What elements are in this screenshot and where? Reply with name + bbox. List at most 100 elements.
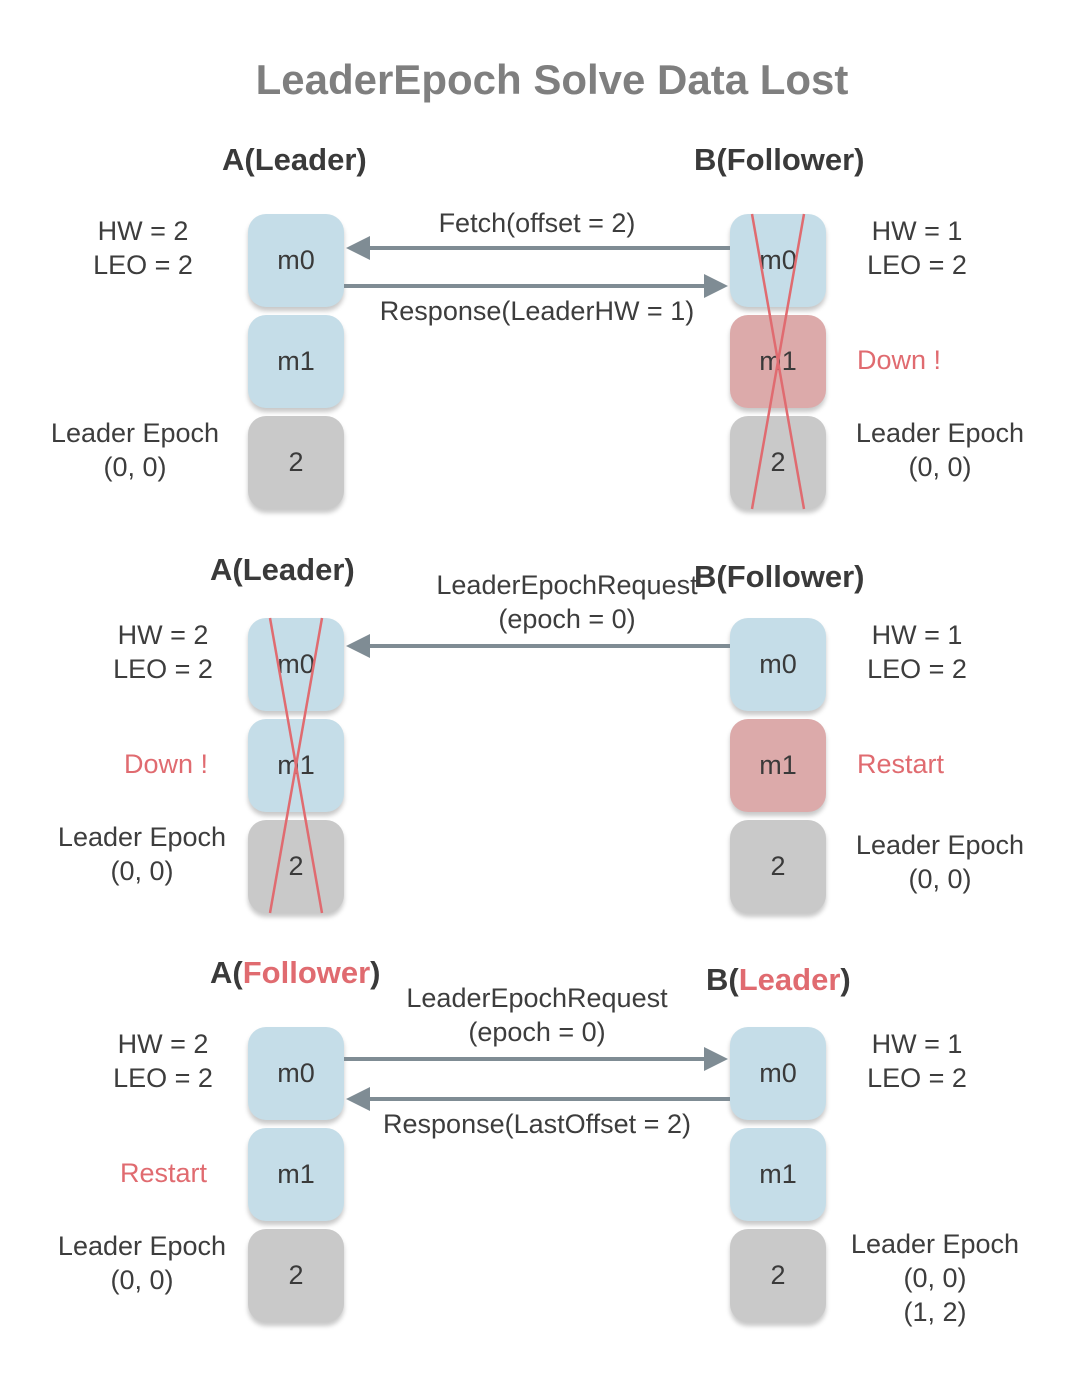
left-node-title-1: A(Leader): [222, 142, 367, 178]
message-label-3-1: LeaderEpochRequest (epoch = 0): [334, 981, 740, 1049]
leader-epoch-title: Leader Epoch: [850, 1229, 1020, 1259]
right-status-1: Down !: [857, 345, 942, 375]
leader-epoch-title: Leader Epoch: [50, 418, 220, 448]
leader-epoch-entry: (0, 0): [908, 452, 972, 482]
message-line: LeaderEpochRequest: [406, 983, 668, 1013]
leader-epoch-title: Leader Epoch: [57, 1231, 227, 1261]
right-log-box-m1-3: m1: [730, 1128, 826, 1221]
message-arrowhead-3-1: [704, 1047, 728, 1071]
node-title-role: Leader: [254, 142, 357, 177]
leader-epoch-entry: (0, 0): [110, 856, 174, 886]
right-log-box-m0-2: m0: [730, 618, 826, 711]
leo-value: LEO = 2: [867, 654, 967, 684]
right-log-box-2-3: 2: [730, 1229, 826, 1322]
message-arrowhead-3-2: [346, 1087, 370, 1111]
leo-value: LEO = 2: [113, 1063, 213, 1093]
leader-epoch-entry: (0, 0): [110, 1265, 174, 1295]
node-title-suffix: ): [356, 142, 367, 177]
leo-value: LEO = 2: [867, 250, 967, 280]
left-node-title-2: A(Leader): [210, 552, 355, 588]
left-leader-epoch-1: Leader Epoch (0, 0): [40, 416, 230, 484]
right-status-2: Restart: [857, 749, 945, 779]
node-title-suffix: ): [854, 142, 865, 177]
left-log-box-m0-2: m0: [248, 618, 344, 711]
right-hw-leo-3: HW = 1 LEO = 2: [842, 1027, 992, 1095]
message-arrowhead-2-1: [346, 634, 370, 658]
node-title-role: Leader: [738, 962, 841, 997]
leader-epoch-title: Leader Epoch: [855, 830, 1025, 860]
left-node-title-3: A(Follower): [210, 955, 381, 991]
node-title-prefix: B(: [694, 142, 727, 177]
hw-value: HW = 2: [97, 216, 189, 246]
left-log-box-2-2: 2: [248, 820, 344, 913]
hw-value: HW = 1: [871, 620, 963, 650]
message-label-3-2: Response(LastOffset = 2): [334, 1107, 740, 1141]
message-label-1-1: Fetch(offset = 2): [334, 206, 740, 240]
right-log-box-2-2: 2: [730, 820, 826, 913]
leader-epoch-title: Leader Epoch: [57, 822, 227, 852]
hw-value: HW = 2: [117, 1029, 209, 1059]
right-cross-line-1-2: [750, 213, 806, 510]
message-line: Response(LastOffset = 2): [383, 1109, 691, 1139]
left-leader-epoch-3: Leader Epoch (0, 0): [47, 1229, 237, 1297]
left-log-box-m0-3: m0: [248, 1027, 344, 1120]
node-title-prefix: A(: [210, 552, 243, 587]
leo-value: LEO = 2: [93, 250, 193, 280]
node-title-role: Follower: [726, 559, 855, 594]
right-node-title-2: B(Follower): [694, 559, 865, 595]
diagram-title: LeaderEpoch Solve Data Lost: [255, 56, 849, 103]
left-cross-line-2-2: [268, 617, 324, 914]
left-hw-leo-3: HW = 2 LEO = 2: [88, 1027, 238, 1095]
node-title-suffix: ): [840, 962, 851, 997]
message-line: (epoch = 0): [498, 604, 636, 634]
node-title-role: Follower: [242, 955, 371, 990]
hw-value: HW = 2: [117, 620, 209, 650]
left-log-box-m1-1: m1: [248, 315, 344, 408]
right-log-box-m1-2: m1: [730, 719, 826, 812]
node-title-suffix: ): [854, 559, 865, 594]
leader-epoch-entry: (0, 0): [103, 452, 167, 482]
node-title-suffix: ): [344, 552, 355, 587]
message-line: Response(LeaderHW = 1): [379, 296, 695, 326]
message-arrowhead-1-1: [346, 236, 370, 260]
left-status-2: Down !: [124, 749, 209, 779]
right-leader-epoch-1: Leader Epoch (0, 0): [845, 416, 1035, 484]
right-leader-epoch-3: Leader Epoch (0, 0) (1, 2): [840, 1227, 1030, 1329]
message-line: (epoch = 0): [468, 1017, 606, 1047]
leader-epoch-entry: (0, 0): [908, 864, 972, 894]
leader-epoch-entry: (0, 0): [903, 1263, 967, 1293]
right-node-title-1: B(Follower): [694, 142, 865, 178]
leo-value: LEO = 2: [867, 1063, 967, 1093]
node-title-prefix: A(: [222, 142, 255, 177]
node-title-prefix: B(: [706, 962, 739, 997]
left-hw-leo-1: HW = 2 LEO = 2: [68, 214, 218, 282]
node-title-suffix: ): [370, 955, 381, 990]
right-log-box-2-1: 2: [730, 416, 826, 509]
left-hw-leo-2: HW = 2 LEO = 2: [88, 618, 238, 686]
message-arrowhead-1-2: [704, 274, 728, 298]
leader-epoch-title: Leader Epoch: [855, 418, 1025, 448]
node-title-role: Follower: [726, 142, 855, 177]
right-hw-leo-1: HW = 1 LEO = 2: [842, 214, 992, 282]
left-leader-epoch-2: Leader Epoch (0, 0): [47, 820, 237, 888]
leo-value: LEO = 2: [113, 654, 213, 684]
right-leader-epoch-2: Leader Epoch (0, 0): [845, 828, 1035, 896]
hw-value: HW = 1: [871, 216, 963, 246]
node-title-prefix: B(: [694, 559, 727, 594]
message-line: Fetch(offset = 2): [438, 208, 636, 238]
hw-value: HW = 1: [871, 1029, 963, 1059]
node-title-prefix: A(: [210, 955, 243, 990]
right-hw-leo-2: HW = 1 LEO = 2: [842, 618, 992, 686]
leader-epoch-entry: (1, 2): [903, 1297, 967, 1327]
left-status-3: Restart: [120, 1158, 208, 1188]
right-log-box-m0-1: m0: [730, 214, 826, 307]
message-line: LeaderEpochRequest: [436, 570, 698, 600]
message-label-1-2: Response(LeaderHW = 1): [334, 294, 740, 328]
right-node-title-3: B(Leader): [706, 962, 851, 998]
node-title-role: Leader: [242, 552, 345, 587]
left-log-box-m0-1: m0: [248, 214, 344, 307]
right-log-box-m0-3: m0: [730, 1027, 826, 1120]
left-log-box-2-1: 2: [248, 416, 344, 509]
left-log-box-m1-3: m1: [248, 1128, 344, 1221]
